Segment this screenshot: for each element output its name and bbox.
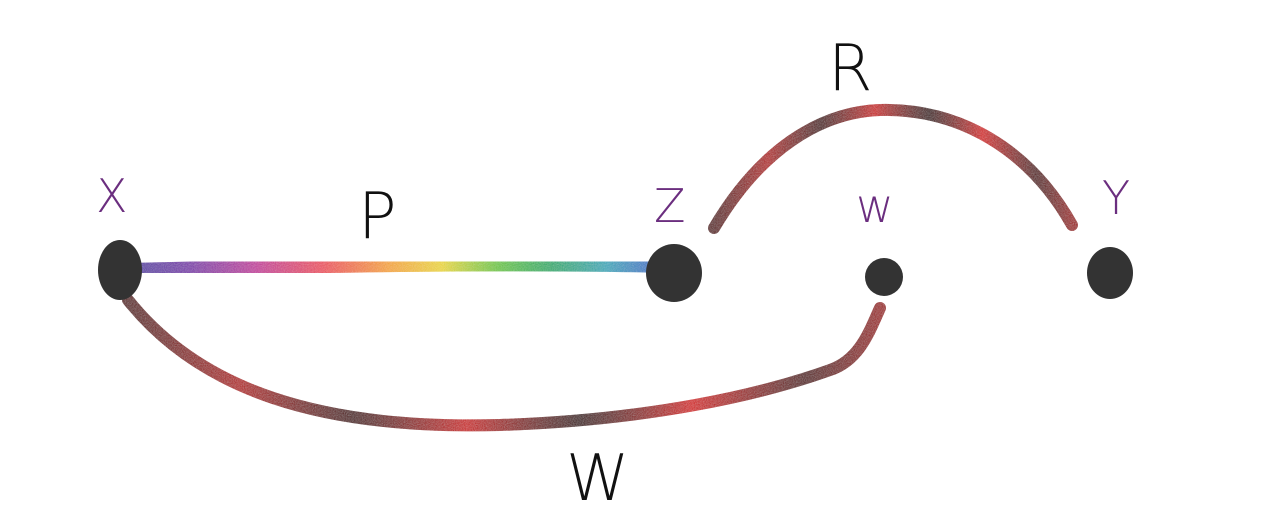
edge-p xyxy=(118,257,679,277)
vertex-label-y: Y xyxy=(1102,171,1130,225)
vertex-y xyxy=(1087,247,1133,299)
vertex-x xyxy=(98,240,142,300)
edge-label-r: R xyxy=(828,32,872,106)
vertex-w xyxy=(865,258,903,296)
edge-label-w: W xyxy=(566,442,629,516)
edge-w xyxy=(122,294,886,432)
edge-r xyxy=(708,103,1078,234)
vertex-label-w: w xyxy=(856,179,894,233)
vertex-label-z: Z xyxy=(654,179,686,233)
vertex-label-x: X xyxy=(96,169,128,223)
edge-label-p: P xyxy=(358,180,397,254)
vertex-z xyxy=(646,244,702,302)
